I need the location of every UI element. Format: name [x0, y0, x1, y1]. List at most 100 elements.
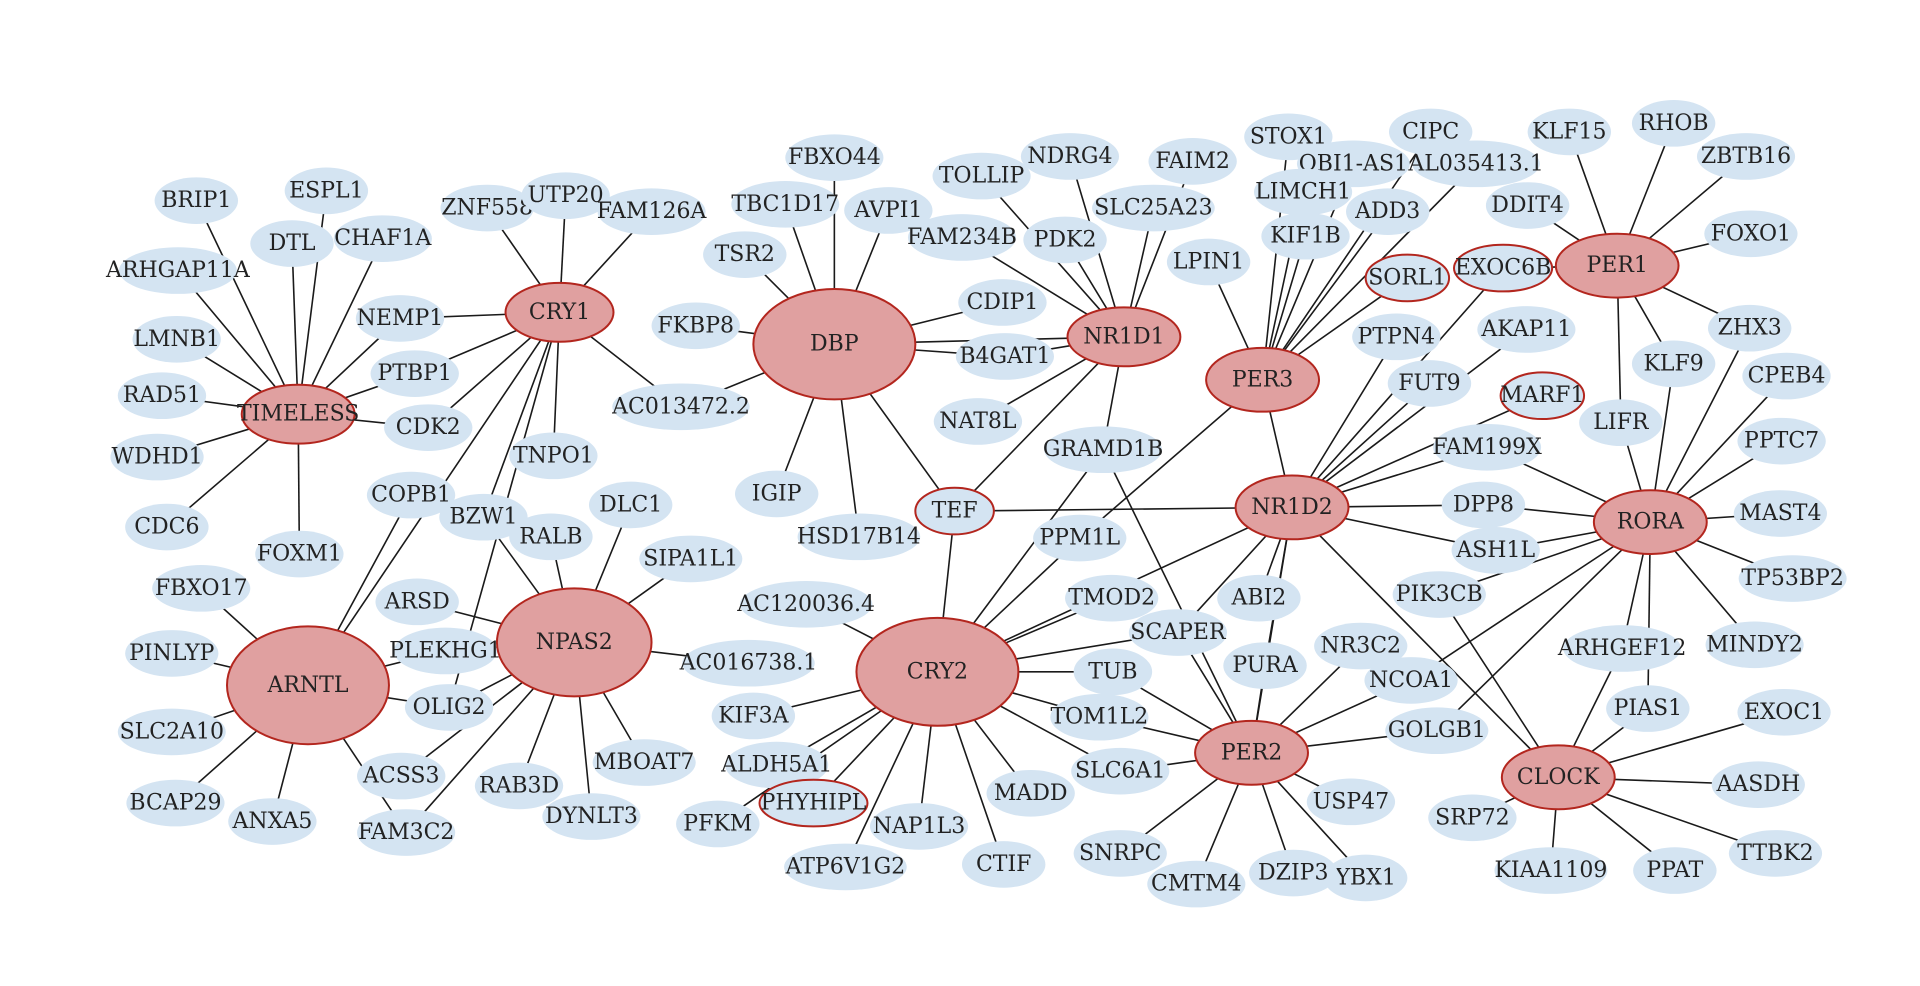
node-shape-lmnb1: [132, 315, 221, 363]
node-label-ptpn4: PTPN4: [1358, 324, 1436, 349]
node-shape-ac120036-4: [739, 581, 873, 628]
node-shape-fbxo17: [152, 565, 251, 612]
node-shape-nr3c2: [1314, 622, 1408, 670]
node-label-nr3c2: NR3C2: [1320, 634, 1401, 659]
node-label-rhob: RHOB: [1639, 111, 1709, 136]
node-label-arsd: ARSD: [384, 589, 450, 614]
node-label-dbp: DBP: [810, 332, 859, 357]
node-shape-per3: [1205, 346, 1321, 413]
node-tmod2: TMOD2: [1065, 574, 1159, 622]
node-label-limch1: LIMCH1: [1255, 180, 1351, 205]
node-label-ddit4: DDIT4: [1491, 193, 1564, 218]
node-label-fkbp8: FKBP8: [657, 313, 734, 338]
node-shape-clock: [1500, 744, 1616, 811]
node-shape-ash1l: [1451, 527, 1540, 574]
node-shape-dlc1: [588, 481, 673, 529]
node-shape-srp72: [1428, 794, 1517, 842]
node-shape-tmod2: [1065, 574, 1159, 622]
node-slc2a10: SLC2A10: [117, 708, 226, 756]
node-igip: IGIP: [734, 470, 819, 518]
node-dtl: DTL: [250, 220, 334, 267]
node-label-snrpc: SNRPC: [1079, 841, 1162, 866]
node-shape-anxa5: [228, 798, 317, 845]
node-label-fut9: FUT9: [1398, 371, 1460, 396]
node-kif3a: KIF3A: [711, 692, 796, 740]
node-ac013472-2: AC013472.2: [611, 383, 750, 431]
node-label-pdk2: PDK2: [1034, 227, 1097, 252]
node-label-exoc1: EXOC1: [1744, 700, 1824, 725]
node-label-foxo1: FOXO1: [1711, 221, 1791, 246]
node-label-arhgap11a: ARHGAP11A: [105, 258, 251, 283]
node-lpin1: LPIN1: [1166, 238, 1251, 286]
node-label-slc2a10: SLC2A10: [120, 719, 224, 744]
node-fam126a: FAM126A: [597, 188, 707, 235]
node-shape-exoc6b: [1452, 243, 1554, 293]
node-utp20: UTP20: [521, 172, 610, 220]
node-nr1d1: NR1D1: [1066, 306, 1182, 368]
node-arhgef12: ARHGEF12: [1557, 625, 1686, 672]
node-b4gat1: B4GAT1: [955, 333, 1054, 380]
node-label-pik3cb: PIK3CB: [1396, 582, 1483, 607]
node-shape-cry1: [504, 281, 615, 343]
node-label-zhx3: ZHX3: [1718, 316, 1782, 341]
node-exoc6b: EXOC6B: [1452, 243, 1554, 293]
node-cry2: CRY2: [855, 616, 1020, 727]
node-ndrg4: NDRG4: [1020, 133, 1120, 180]
node-label-add3: ADD3: [1354, 199, 1420, 224]
node-shape-abi2: [1217, 574, 1301, 622]
node-shape-per1: [1554, 232, 1680, 299]
node-label-avpi1: AVPI1: [853, 198, 922, 223]
node-shape-add3: [1346, 188, 1430, 235]
edge-nr1d2-akap11: [1291, 328, 1527, 509]
node-ash1l: ASH1L: [1451, 527, 1540, 574]
node-label-ralb: RALB: [519, 524, 582, 549]
node-shape-aldh5a1: [725, 741, 829, 789]
node-label-dzip3: DZIP3: [1258, 861, 1328, 886]
node-ybx1: YBX1: [1323, 854, 1408, 902]
node-limch1: LIMCH1: [1253, 168, 1353, 216]
node-kif1b: KIF1B: [1261, 212, 1350, 260]
node-tsr2: TSR2: [703, 231, 787, 278]
node-label-olig2: OLIG2: [413, 695, 486, 720]
node-label-mboat7: MBOAT7: [594, 750, 695, 775]
node-klf15: KLF15: [1527, 108, 1612, 156]
node-label-cdip1: CDIP1: [966, 290, 1038, 315]
node-dpp8: DPP8: [1441, 481, 1526, 529]
node-clock: CLOCK: [1500, 744, 1616, 811]
node-label-npas2: NPAS2: [536, 630, 613, 655]
node-fam234b: FAM234B: [907, 214, 1017, 261]
node-shape-ybx1: [1323, 854, 1408, 902]
node-label-tsr2: TSR2: [715, 242, 775, 267]
node-label-al035413-1: AL035413.1: [1407, 151, 1543, 176]
node-shape-nr1d1: [1066, 306, 1182, 368]
node-label-sorl1: SORL1: [1368, 265, 1446, 290]
node-shape-rad51: [117, 372, 207, 420]
node-label-gramd1b: GRAMD1B: [1043, 437, 1163, 462]
node-shape-nemp1: [355, 295, 445, 342]
node-shape-fam3c2: [357, 809, 456, 856]
node-zhx3: ZHX3: [1707, 304, 1792, 352]
node-label-kif1b: KIF1B: [1270, 224, 1341, 249]
node-label-nr1d1: NR1D1: [1083, 324, 1164, 349]
node-shape-kif1b: [1261, 212, 1350, 260]
node-scaper: SCAPER: [1128, 609, 1228, 656]
node-label-tp53bp2: TP53BP2: [1741, 566, 1843, 591]
node-label-tom1l2: TOM1L2: [1050, 705, 1148, 730]
node-shape-zbtb16: [1696, 133, 1796, 180]
node-shape-lpin1: [1166, 238, 1251, 286]
node-shape-pik3cb: [1392, 571, 1486, 618]
node-cpeb4: CPEB4: [1742, 352, 1831, 400]
node-label-ctif: CTIF: [976, 852, 1031, 877]
node-label-zbtb16: ZBTB16: [1701, 144, 1791, 169]
node-shape-limch1: [1253, 168, 1353, 216]
node-fbxo17: FBXO17: [152, 565, 251, 612]
node-aldh5a1: ALDH5A1: [720, 741, 832, 789]
node-label-sipa1l1: SIPA1L1: [643, 546, 738, 571]
node-label-pfkm: PFKM: [683, 811, 752, 836]
edge-nr1d1-tef: [954, 336, 1125, 512]
node-shape-olig2: [404, 684, 494, 731]
node-label-cdk2: CDK2: [396, 415, 461, 440]
node-label-kif3a: KIF3A: [718, 703, 789, 728]
node-bzw1: BZW1: [439, 493, 528, 541]
node-shape-ralb: [509, 513, 593, 561]
